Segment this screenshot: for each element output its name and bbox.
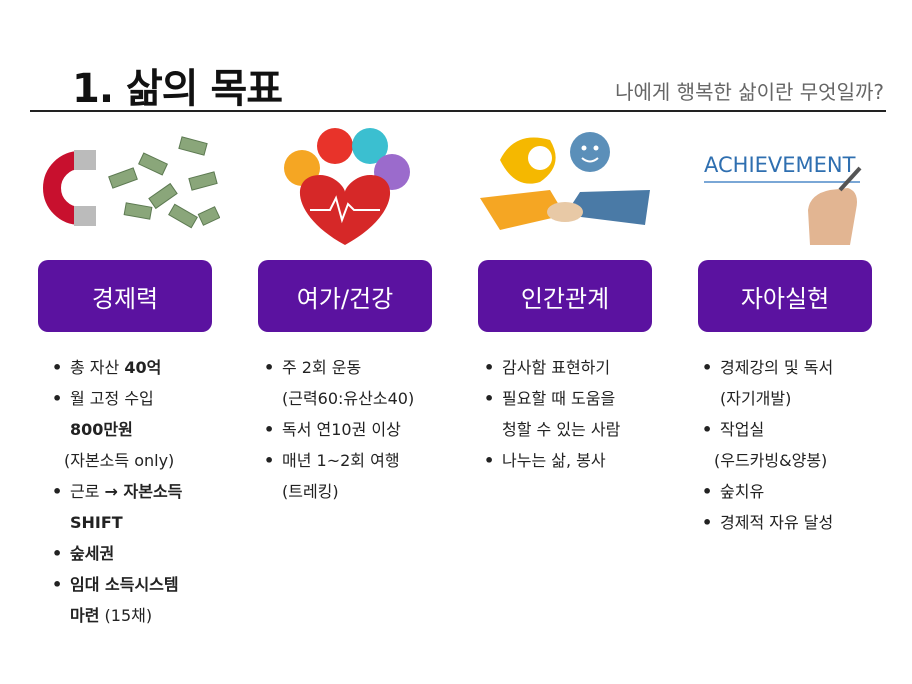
- list-item: SHIFT: [70, 513, 123, 532]
- category-button-economy[interactable]: 경제력: [38, 260, 212, 332]
- achievement-word: ACHIEVEMENT: [704, 153, 856, 177]
- category-button-self-realization[interactable]: 자아실현: [698, 260, 872, 332]
- list-item: 마련 (15채): [70, 606, 153, 625]
- list-item: 경제강의 및 독서: [702, 352, 912, 383]
- bullet-list: 총 자산 40억 월 고정 수입 800만원 (자본소득 only) 근로 → …: [52, 352, 262, 631]
- list-item: 필요할 때 도움을: [484, 383, 694, 414]
- title-divider: [30, 110, 886, 112]
- list-item: (근력60:유산소40): [282, 389, 415, 408]
- bold-text: 마련: [70, 606, 100, 625]
- category-label: 인간관계: [520, 284, 610, 313]
- magnet-money-icon: [30, 120, 221, 250]
- list-item: 숲세권: [52, 538, 262, 569]
- list-item: (자기개발): [720, 389, 792, 408]
- list-item: (자본소득 only): [64, 451, 175, 470]
- category-label: 자아실현: [740, 284, 830, 313]
- list-item: 매년 1~2회 여행: [264, 445, 474, 476]
- list-item: 주 2회 운동: [264, 352, 474, 383]
- handshake-icon: [470, 120, 660, 250]
- list-item: 나누는 삶, 봉사: [484, 445, 694, 476]
- bullet-list: 감사함 표현하기 필요할 때 도움을 청할 수 있는 사람 나누는 삶, 봉사: [484, 352, 694, 476]
- list-item: (우드카빙&양봉): [714, 451, 828, 470]
- list-item: 독서 연10권 이상: [264, 414, 474, 445]
- category-label: 여가/건강: [296, 284, 394, 313]
- bold-amount: 40억: [124, 358, 162, 377]
- list-item: 근로 → 자본소득: [52, 476, 262, 507]
- list-item: 작업실: [702, 414, 912, 445]
- list-item: 감사함 표현하기: [484, 352, 694, 383]
- bullet-list: 주 2회 운동 (근력60:유산소40) 독서 연10권 이상 매년 1~2회 …: [264, 352, 474, 507]
- category-button-relationships[interactable]: 인간관계: [478, 260, 652, 332]
- category-label: 경제력: [91, 284, 159, 313]
- bullet-list: 경제강의 및 독서 (자기개발) 작업실 (우드카빙&양봉) 숲치유 경제적 자…: [702, 352, 912, 538]
- health-heart-icon: [250, 120, 440, 250]
- list-item: 월 고정 수입: [52, 383, 262, 414]
- list-item: 청할 수 있는 사람: [502, 420, 621, 439]
- list-item: 800만원: [70, 420, 133, 439]
- list-item: (트레킹): [282, 482, 339, 501]
- bold-arrow: → 자본소득: [104, 482, 183, 501]
- page-title: 1. 삶의 목표: [72, 66, 283, 112]
- category-button-leisure-health[interactable]: 여가/건강: [258, 260, 432, 332]
- page-subtitle: 나에게 행복한 삶이란 무엇일까?: [615, 80, 884, 104]
- list-item: 경제적 자유 달성: [702, 507, 912, 538]
- achievement-hand-icon: ACHIEVEMENT: [690, 120, 880, 250]
- list-item: 임대 소득시스템: [52, 569, 262, 600]
- list-item: 숲치유: [702, 476, 912, 507]
- list-item: 총 자산 40억: [52, 352, 262, 383]
